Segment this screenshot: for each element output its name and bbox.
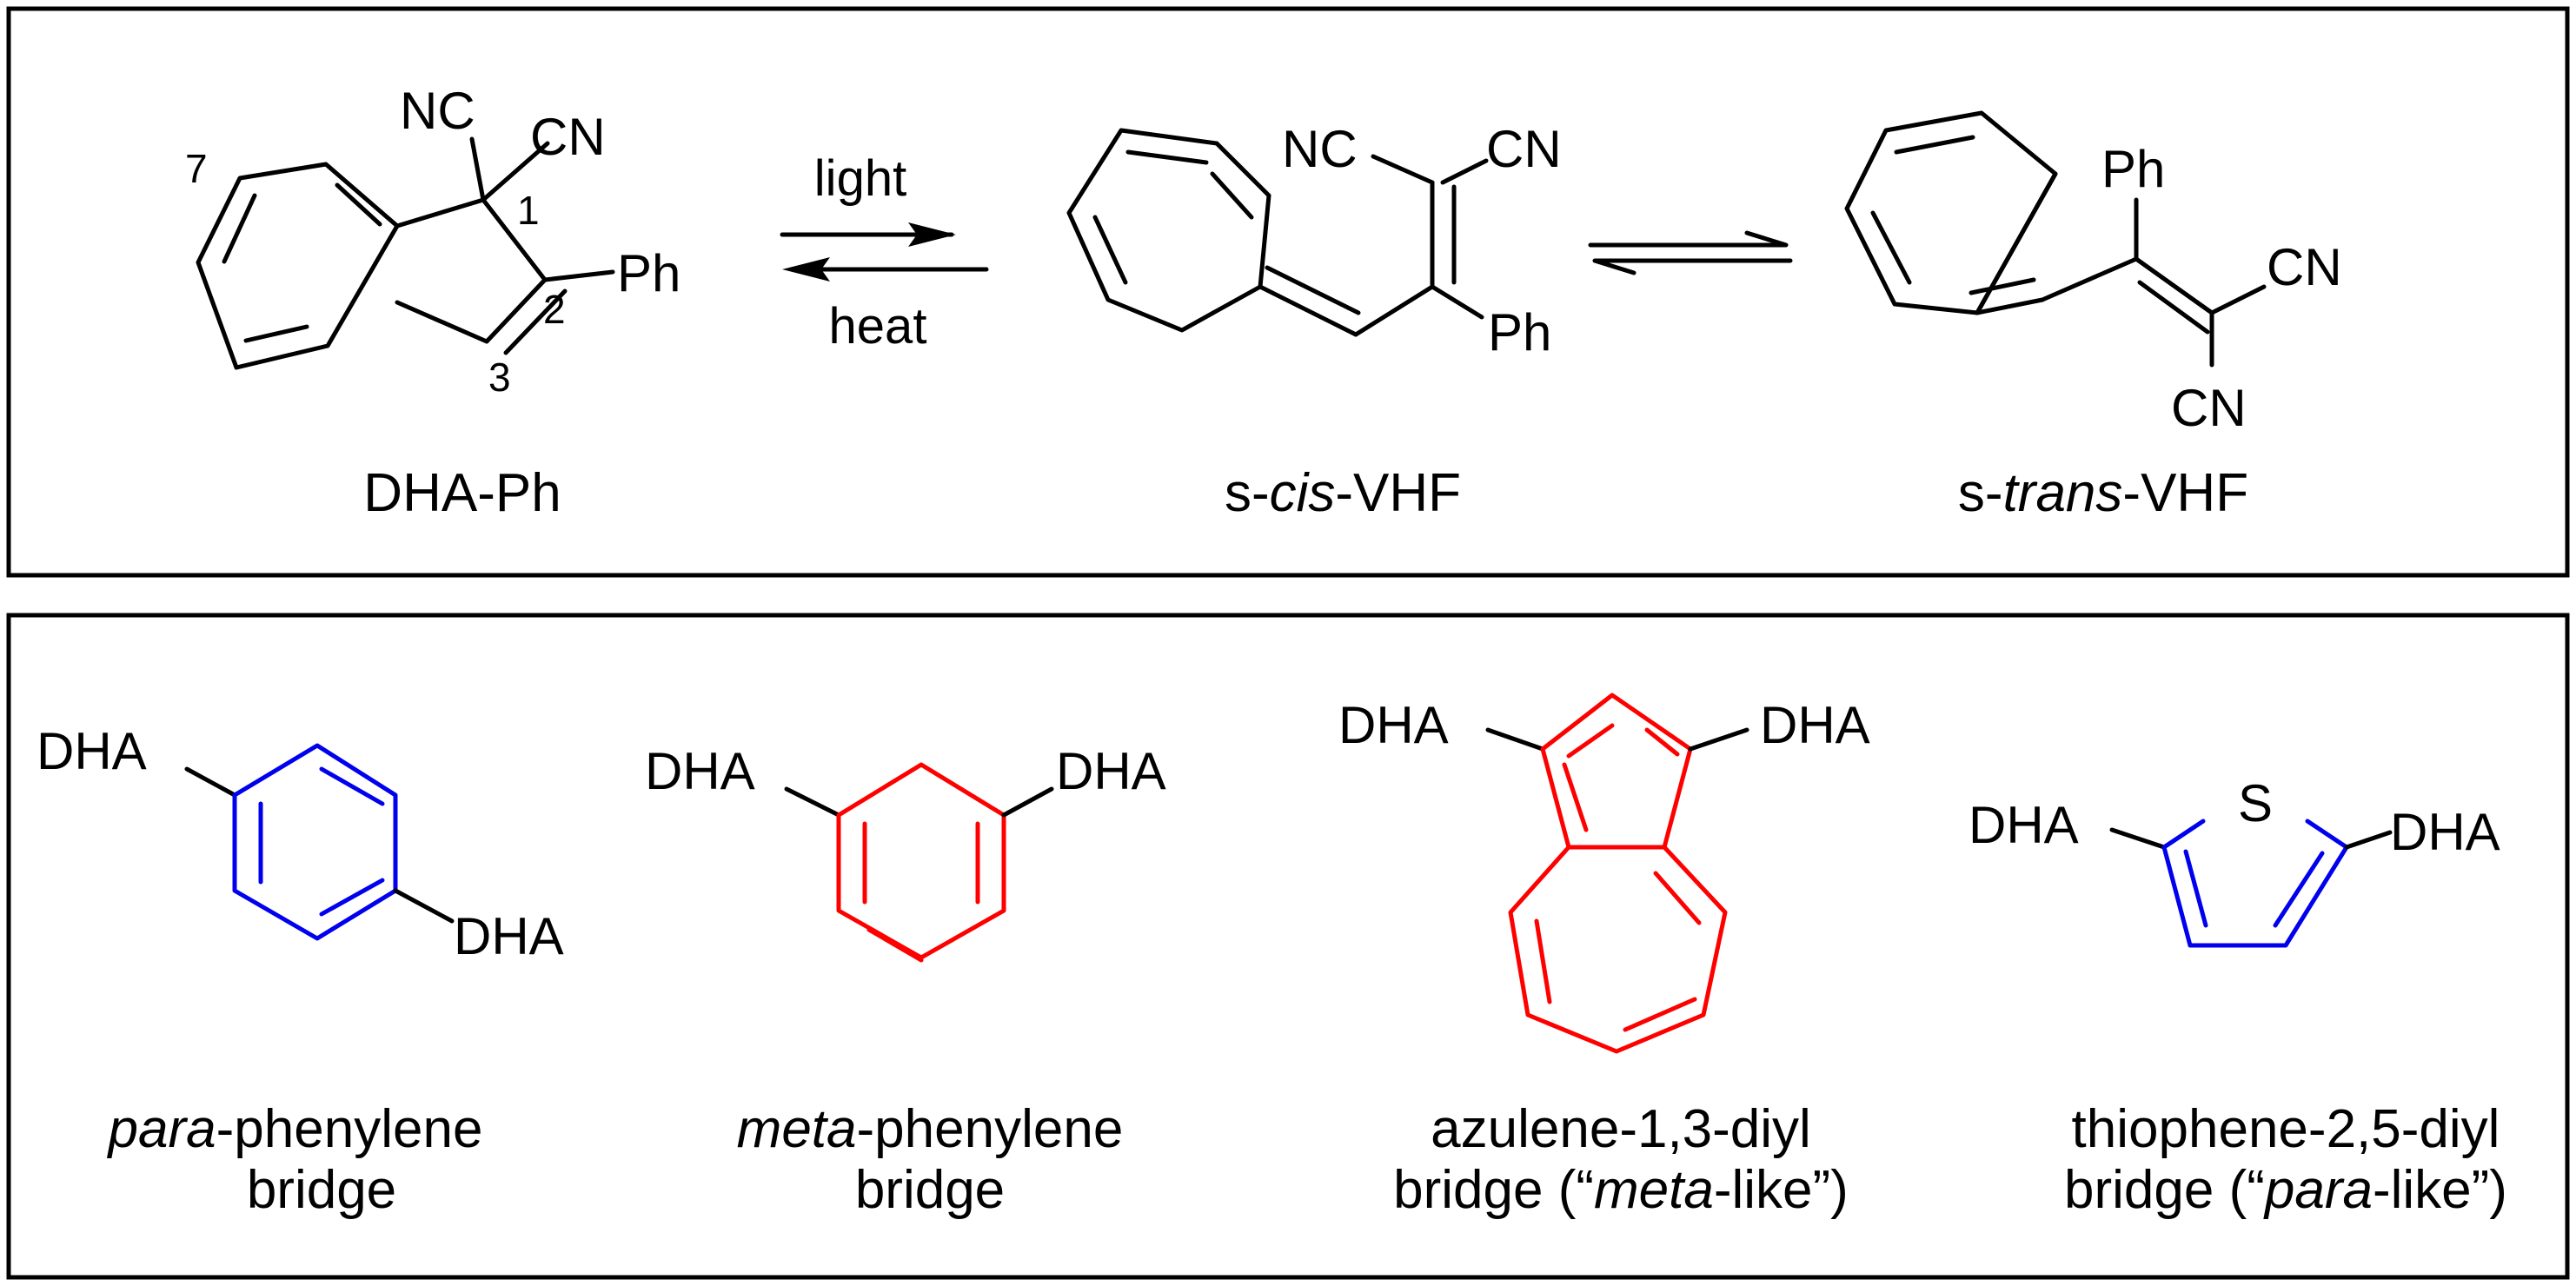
azulene-dha-left: DHA	[1338, 696, 1449, 754]
dha-ph-structure	[196, 136, 615, 370]
meta-phenylene-label-line2: bridge	[855, 1160, 1005, 1220]
conformer-equilibrium-arrows	[1588, 230, 1793, 275]
azulene-structure	[1485, 693, 1749, 1054]
dha-ph-nc-label: NC	[400, 82, 475, 140]
s-cis-vhf-structure	[1066, 128, 1489, 337]
meta-phenylene-structure	[784, 762, 1054, 963]
azulene-dha-right: DHA	[1760, 696, 1870, 754]
thiophene-sulfur: S	[2238, 774, 2273, 832]
s-cis-ph-label: Ph	[1488, 303, 1551, 361]
dha-ph-name: DHA-Ph	[363, 463, 561, 523]
arrow-label-light: light	[814, 150, 906, 207]
photothermal-equilibrium-arrows	[780, 222, 989, 282]
dha-ph-ph-label: Ph	[617, 244, 681, 302]
para-phenylene-structure	[184, 743, 455, 941]
para-dha-right: DHA	[454, 907, 564, 965]
bridges-panel-frame	[6, 613, 2570, 1280]
dha-ph-locant-2: 2	[543, 287, 566, 332]
thiophene-dha-left: DHA	[1969, 796, 2079, 854]
dha-ph-locant-1: 1	[517, 188, 540, 233]
meta-phenylene-label: meta-phenylene	[737, 1099, 1124, 1159]
s-trans-vhf-structure	[1844, 110, 2267, 368]
s-trans-cn-top-label: CN	[2267, 238, 2342, 296]
meta-dha-left: DHA	[645, 742, 755, 800]
para-phenylene-label: para-phenylene	[107, 1099, 483, 1159]
azulene-label: azulene-1,3-diyl	[1431, 1099, 1811, 1159]
thiophene-label-line2: bridge (“para-like”)	[2064, 1160, 2507, 1220]
s-trans-cn-bottom-label: CN	[2171, 379, 2247, 437]
dha-ph-cn-label: CN	[530, 108, 606, 166]
dha-ph-locant-3: 3	[488, 355, 511, 400]
reaction-panel-frame	[6, 6, 2570, 578]
thiophene-label: thiophene-2,5-diyl	[2072, 1099, 2500, 1159]
thiophene-structure	[2109, 819, 2393, 948]
dha-ph-locant-7: 7	[185, 146, 208, 191]
s-trans-vhf-name: s-trans-VHF	[1958, 463, 2248, 523]
para-dha-left: DHA	[37, 722, 147, 780]
para-phenylene-label-line2: bridge	[247, 1160, 396, 1220]
azulene-label-line2: bridge (“meta-like”)	[1393, 1160, 1849, 1220]
arrow-label-heat: heat	[829, 298, 927, 355]
s-cis-cn-label: CN	[1486, 120, 1562, 178]
thiophene-dha-right: DHA	[2390, 803, 2500, 861]
meta-dha-right: DHA	[1056, 742, 1166, 800]
s-trans-ph-label: Ph	[2101, 140, 2165, 198]
s-cis-vhf-name: s-cis-VHF	[1225, 463, 1461, 523]
s-cis-nc-label: NC	[1282, 120, 1358, 178]
